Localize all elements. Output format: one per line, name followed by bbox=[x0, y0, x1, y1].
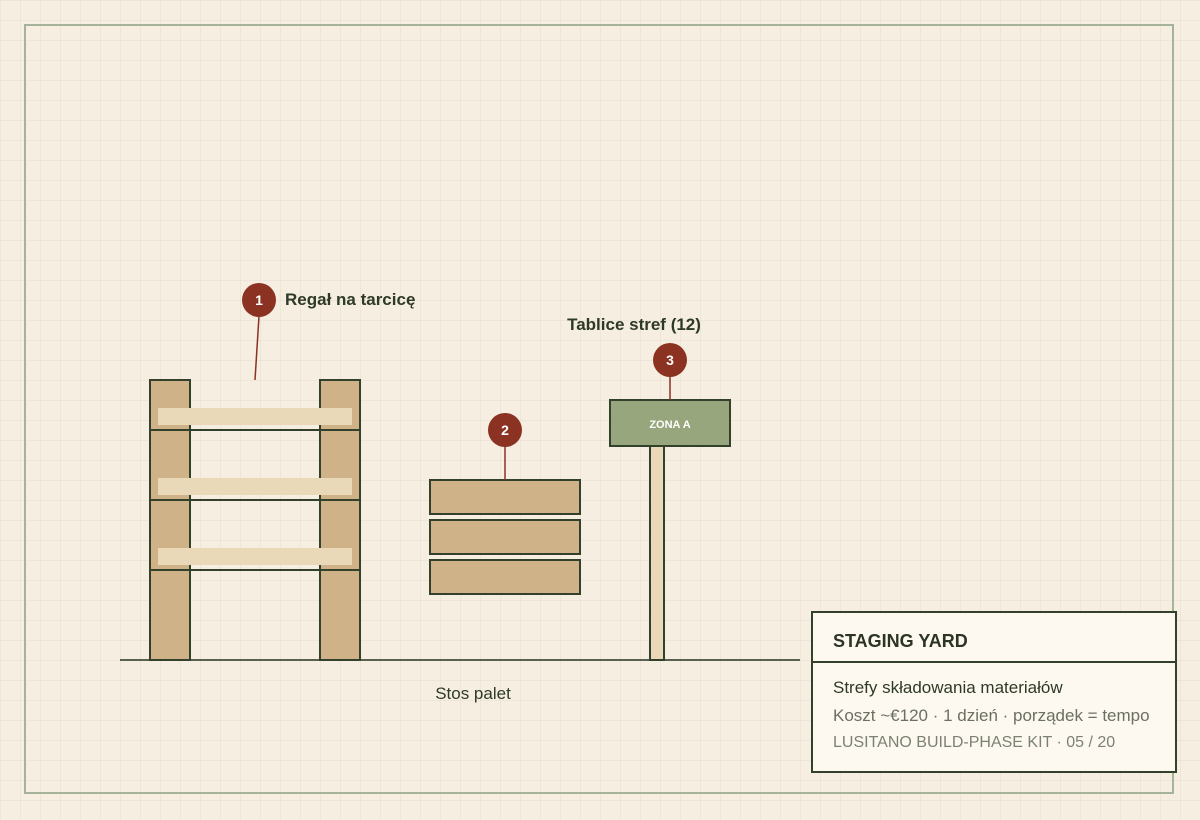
callout-2-label: Stos palet bbox=[435, 684, 511, 703]
rack-board-top bbox=[158, 408, 352, 425]
callout-3-label: Tablice stref (12) bbox=[567, 315, 701, 334]
sign-post bbox=[649, 445, 665, 661]
title-block-subtitle: Strefy składowania materiałów bbox=[833, 678, 1063, 697]
rack-post-left bbox=[149, 379, 191, 661]
title-block-title: STAGING YARD bbox=[813, 613, 1175, 663]
callout-2: 2 Stos palet bbox=[435, 413, 522, 703]
lumber-rack bbox=[149, 379, 361, 661]
title-block-meta: Koszt ~€120 · 1 dzień · porządek = tempo bbox=[833, 706, 1150, 725]
callout-2-number: 2 bbox=[501, 422, 509, 438]
pallet-middle bbox=[429, 519, 581, 555]
sign-text: ZONA A bbox=[649, 419, 690, 431]
pallet-top bbox=[429, 479, 581, 515]
callout-1-label: Regał na tarcicę bbox=[285, 290, 415, 309]
callout-1-number: 1 bbox=[255, 292, 263, 308]
drawing-frame bbox=[24, 24, 1174, 794]
pallet-stack bbox=[429, 479, 581, 595]
zone-sign: ZONA A bbox=[609, 399, 731, 661]
callout-3-marker bbox=[653, 343, 687, 377]
callout-2-marker bbox=[488, 413, 522, 447]
rack-post-right bbox=[319, 379, 361, 661]
callout-1: 1 Regał na tarcicę bbox=[242, 283, 415, 381]
callout-3-number: 3 bbox=[666, 352, 674, 368]
title-block: STAGING YARD Strefy składowania materiał… bbox=[811, 611, 1177, 773]
pallet-bottom bbox=[429, 559, 581, 595]
rack-board-bottom bbox=[158, 548, 352, 565]
callout-1-marker bbox=[242, 283, 276, 317]
rack-board-middle bbox=[158, 478, 352, 495]
title-block-kit: LUSITANO BUILD-PHASE KIT · 05 / 20 bbox=[833, 734, 1116, 751]
callout-1-leader bbox=[254, 315, 260, 381]
callout-3: 3 Tablice stref (12) bbox=[567, 315, 701, 400]
